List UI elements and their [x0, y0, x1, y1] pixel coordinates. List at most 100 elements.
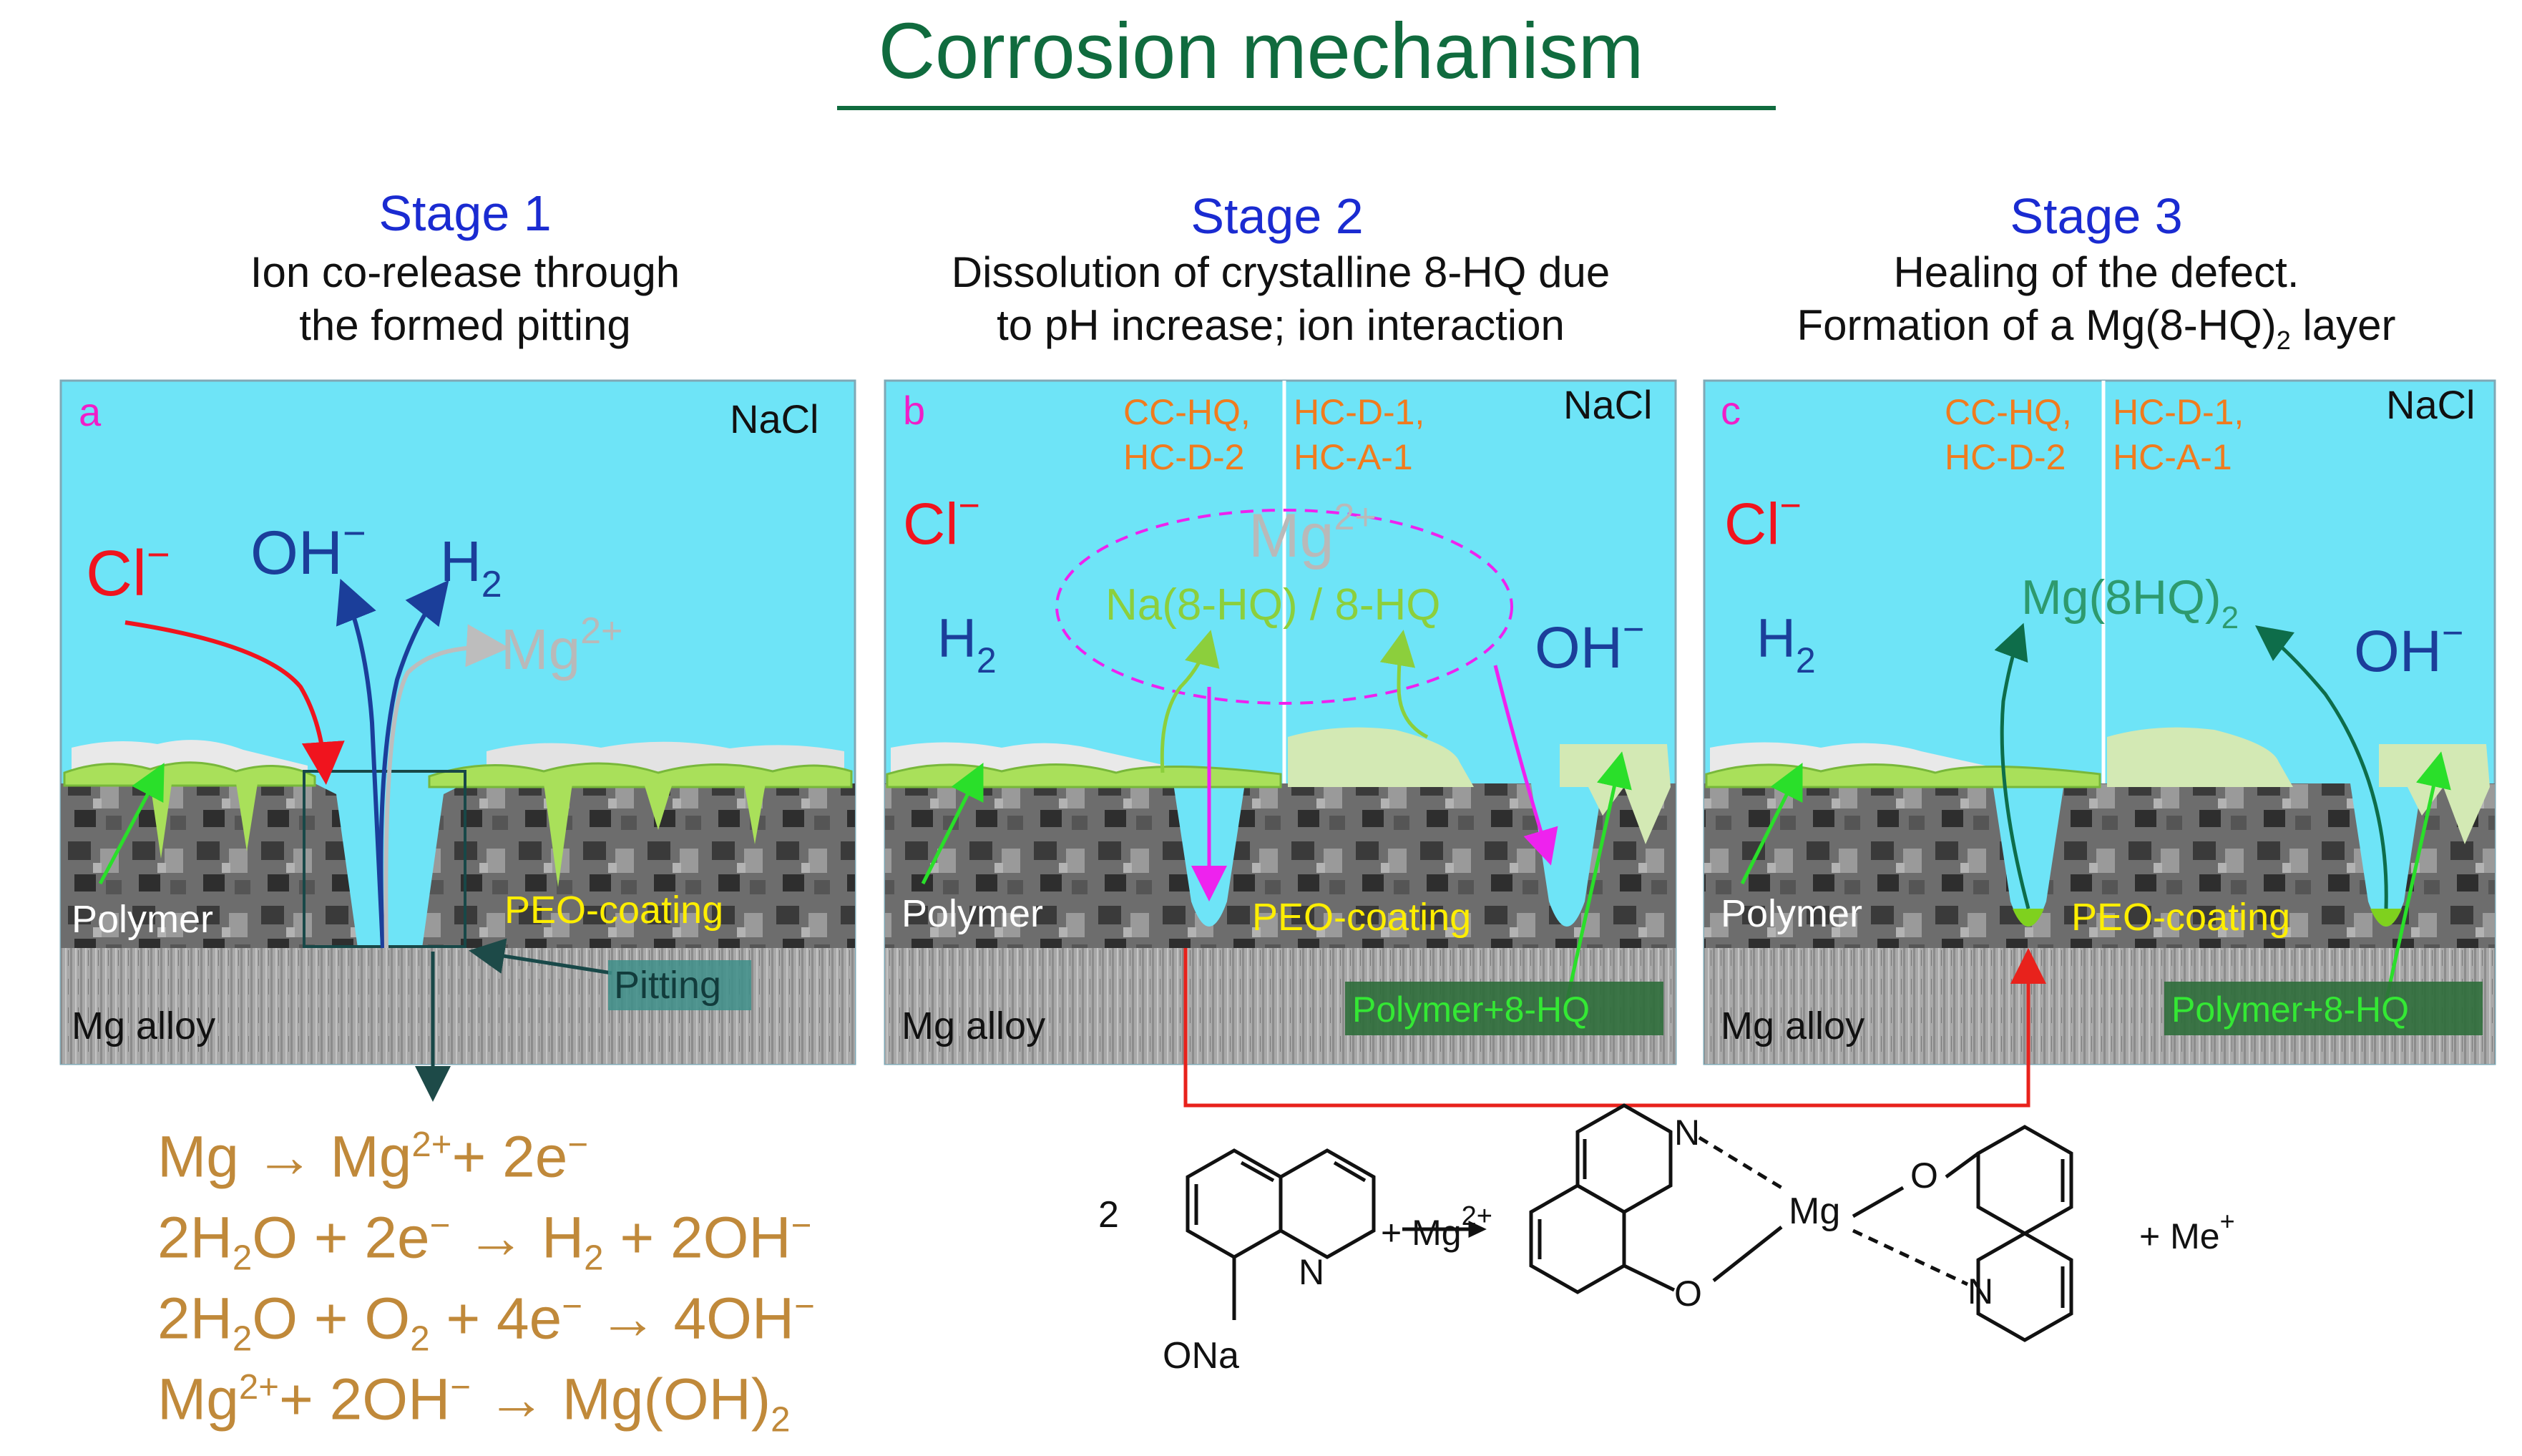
panel-c-polymer-label: Polymer: [1721, 892, 1862, 935]
panel-a-pitting-label-bg: [608, 960, 751, 1010]
panel-c-tag-right-2: HC-A-1: [2113, 437, 2232, 477]
reaction-plus-mg: + Mg2+: [1381, 1201, 1492, 1253]
panel-a-h2-arrow: [378, 580, 449, 949]
complex-n-label-left: N: [1674, 1113, 1700, 1153]
panel-b-letter: b: [903, 388, 925, 433]
panel-b-tag-left-2: HC-D-2: [1123, 437, 1244, 477]
reaction-plus-me: + Me+: [2139, 1206, 2235, 1256]
complex-n-label-right: N: [1968, 1271, 1993, 1311]
panel-a-peo-left: [61, 783, 358, 948]
stage-1-desc-line-2: the formed pitting: [299, 301, 631, 349]
panel-b-polymer-label: Polymer: [901, 892, 1043, 935]
panel-b-polymer-hq-arrow: [1565, 751, 1632, 1002]
equation-3: 2H2O + O2 + 4e− → 4OH−: [157, 1286, 815, 1359]
panel-b-tag-left-1: CC-HQ,: [1123, 392, 1251, 432]
panel-c-polymer-hq-arrow: [2384, 751, 2451, 1002]
complex-mg-label: Mg: [1789, 1191, 1840, 1232]
reaction-n-label-reactant: N: [1299, 1252, 1324, 1292]
stage-1-heading: Stage 1: [378, 185, 552, 241]
panel-b-polymer-hq-right: [1560, 744, 1671, 844]
panel-a-polymer-label: Polymer: [72, 898, 213, 941]
panel-b-alloy-label: Mg alloy: [901, 1005, 1045, 1047]
hq-double-bond-3: [1333, 1161, 1367, 1183]
panel-b: [884, 379, 1677, 1065]
panel-c-complex-label: Mg(8HQ)2: [2021, 570, 2239, 635]
panel-b-h2-label: H2: [937, 608, 997, 680]
panel-a-cl-arrow: [124, 620, 345, 785]
complex-o-mg-left: [1712, 1226, 1783, 1282]
panel-b-peo-right: [1284, 783, 1676, 948]
panel-a-cl-label: Cl−: [86, 532, 170, 610]
stage-3-desc-line-2: Formation of a Mg(8-HQ)2 layer: [1797, 301, 2396, 355]
panel-a-pitting-label: Pitting: [614, 964, 721, 1007]
panel-b-to-c-connector: [1183, 948, 2046, 1108]
panel-b-polymer-hq-label-bg: [1345, 982, 1663, 1035]
panel-a-polymer-layer-right: [428, 762, 853, 788]
panel-a-mg-arrow: [383, 624, 509, 949]
figure-title: Corrosion mechanism: [878, 7, 1644, 95]
panel-c-healed-pit-left: [2013, 909, 2044, 927]
chelation-reaction-scheme: [1186, 1103, 2073, 1342]
panel-b-peo-left: [885, 783, 1284, 948]
panel-a-nacl: NaCl: [730, 396, 818, 441]
complex-right-o-bond: [1945, 1151, 1980, 1179]
panel-c-polymer-layer: [1705, 763, 2101, 788]
complex-o-label-left: O: [1674, 1274, 1702, 1314]
panel-c-polymer-arrow: [1740, 763, 1803, 885]
complex-left-ring-a: [1575, 1103, 1673, 1214]
panel-c-peo-right: [2103, 783, 2495, 948]
panel-a: [59, 379, 856, 1102]
panel-b-polymer-arrow: [921, 763, 984, 885]
panel-c-peo-label: PEO-coating: [2071, 896, 2290, 939]
panel-c-polymer-hq-label-bg: [2164, 982, 2483, 1035]
panel-b-nacl: NaCl: [1563, 382, 1652, 427]
panel-b-tag-right-1: HC-D-1,: [1294, 392, 1424, 432]
stage-2-heading: Stage 2: [1191, 188, 1364, 244]
panel-b-polymer-hq-label: Polymer+8-HQ: [1352, 990, 1590, 1030]
panel-a-h2-label: H2: [440, 529, 502, 605]
panel-c-polymer-hq-right: [2379, 744, 2490, 844]
panel-c-polymer-hq-label: Polymer+8-HQ: [2171, 990, 2409, 1030]
panel-c-nacl: NaCl: [2386, 382, 2475, 427]
hq-ring-benzo: [1186, 1148, 1283, 1259]
panel-c-complex-arrow-left: [1994, 622, 2030, 909]
panel-b-peo-label: PEO-coating: [1252, 896, 1471, 939]
panel-a-polymer-arrow: [98, 763, 165, 885]
panel-b-mg-label: Mg2+: [1248, 497, 1377, 570]
panel-c-alloy-label: Mg alloy: [1721, 1005, 1864, 1047]
complex-o-label-right: O: [1910, 1155, 1938, 1196]
panel-a-pitting-arrow: [469, 938, 612, 975]
panel-a-letter: a: [79, 389, 102, 434]
panel-b-cl-label: Cl−: [903, 485, 980, 557]
panel-b-ion-arrow-right: [1493, 665, 1558, 866]
panel-a-peo-right: [422, 783, 855, 948]
panel-b-polymer-hq-cap: [1288, 727, 1474, 787]
equation-2: 2H2O + 2e− → H2 + 2OH−: [157, 1205, 812, 1278]
complex-right-ring-b: [1976, 1231, 2073, 1342]
panel-a-alloy-label: Mg alloy: [72, 1005, 215, 1047]
panel-a-oh-label: OH−: [250, 510, 366, 587]
reaction-ona-label: ONa: [1163, 1335, 1239, 1377]
complex-n-mg-dashed-right: [1852, 1228, 1969, 1286]
panel-b-dashed-ellipse: [1055, 509, 1513, 705]
panel-b-tag-right-2: HC-A-1: [1294, 437, 1413, 477]
complex-o-mg-right: [1852, 1186, 1905, 1218]
reaction-coefficient: 2: [1098, 1194, 1119, 1236]
panel-c-healed-pit-right: [2370, 909, 2402, 927]
stage-2-desc-line-1: Dissolution of crystalline 8-HQ due: [951, 248, 1611, 296]
panel-b-dissolution-arrow-left: [1160, 630, 1220, 773]
equation-1: Mg → Mg2++ 2e−: [157, 1124, 589, 1190]
panel-a-mg-label: Mg2+: [501, 610, 622, 681]
title-underline: [837, 106, 1776, 110]
panel-b-oh-label: OH−: [1535, 609, 1644, 680]
panel-b-polymer-layer: [886, 763, 1282, 788]
complex-left-ring-b: [1529, 1183, 1626, 1294]
panel-c-tag-left-2: HC-D-2: [1945, 437, 2066, 477]
panel-c-cl-label: Cl−: [1724, 485, 1802, 557]
stage-2-desc-line-2: to pH increase; ion interaction: [997, 301, 1565, 349]
complex-n-mg-dashed-left: [1698, 1135, 1783, 1190]
panel-a-polymer-layer: [63, 761, 316, 787]
panel-b-dissolution-arrow-right: [1379, 630, 1429, 739]
stage-3-heading: Stage 3: [2010, 188, 2183, 244]
